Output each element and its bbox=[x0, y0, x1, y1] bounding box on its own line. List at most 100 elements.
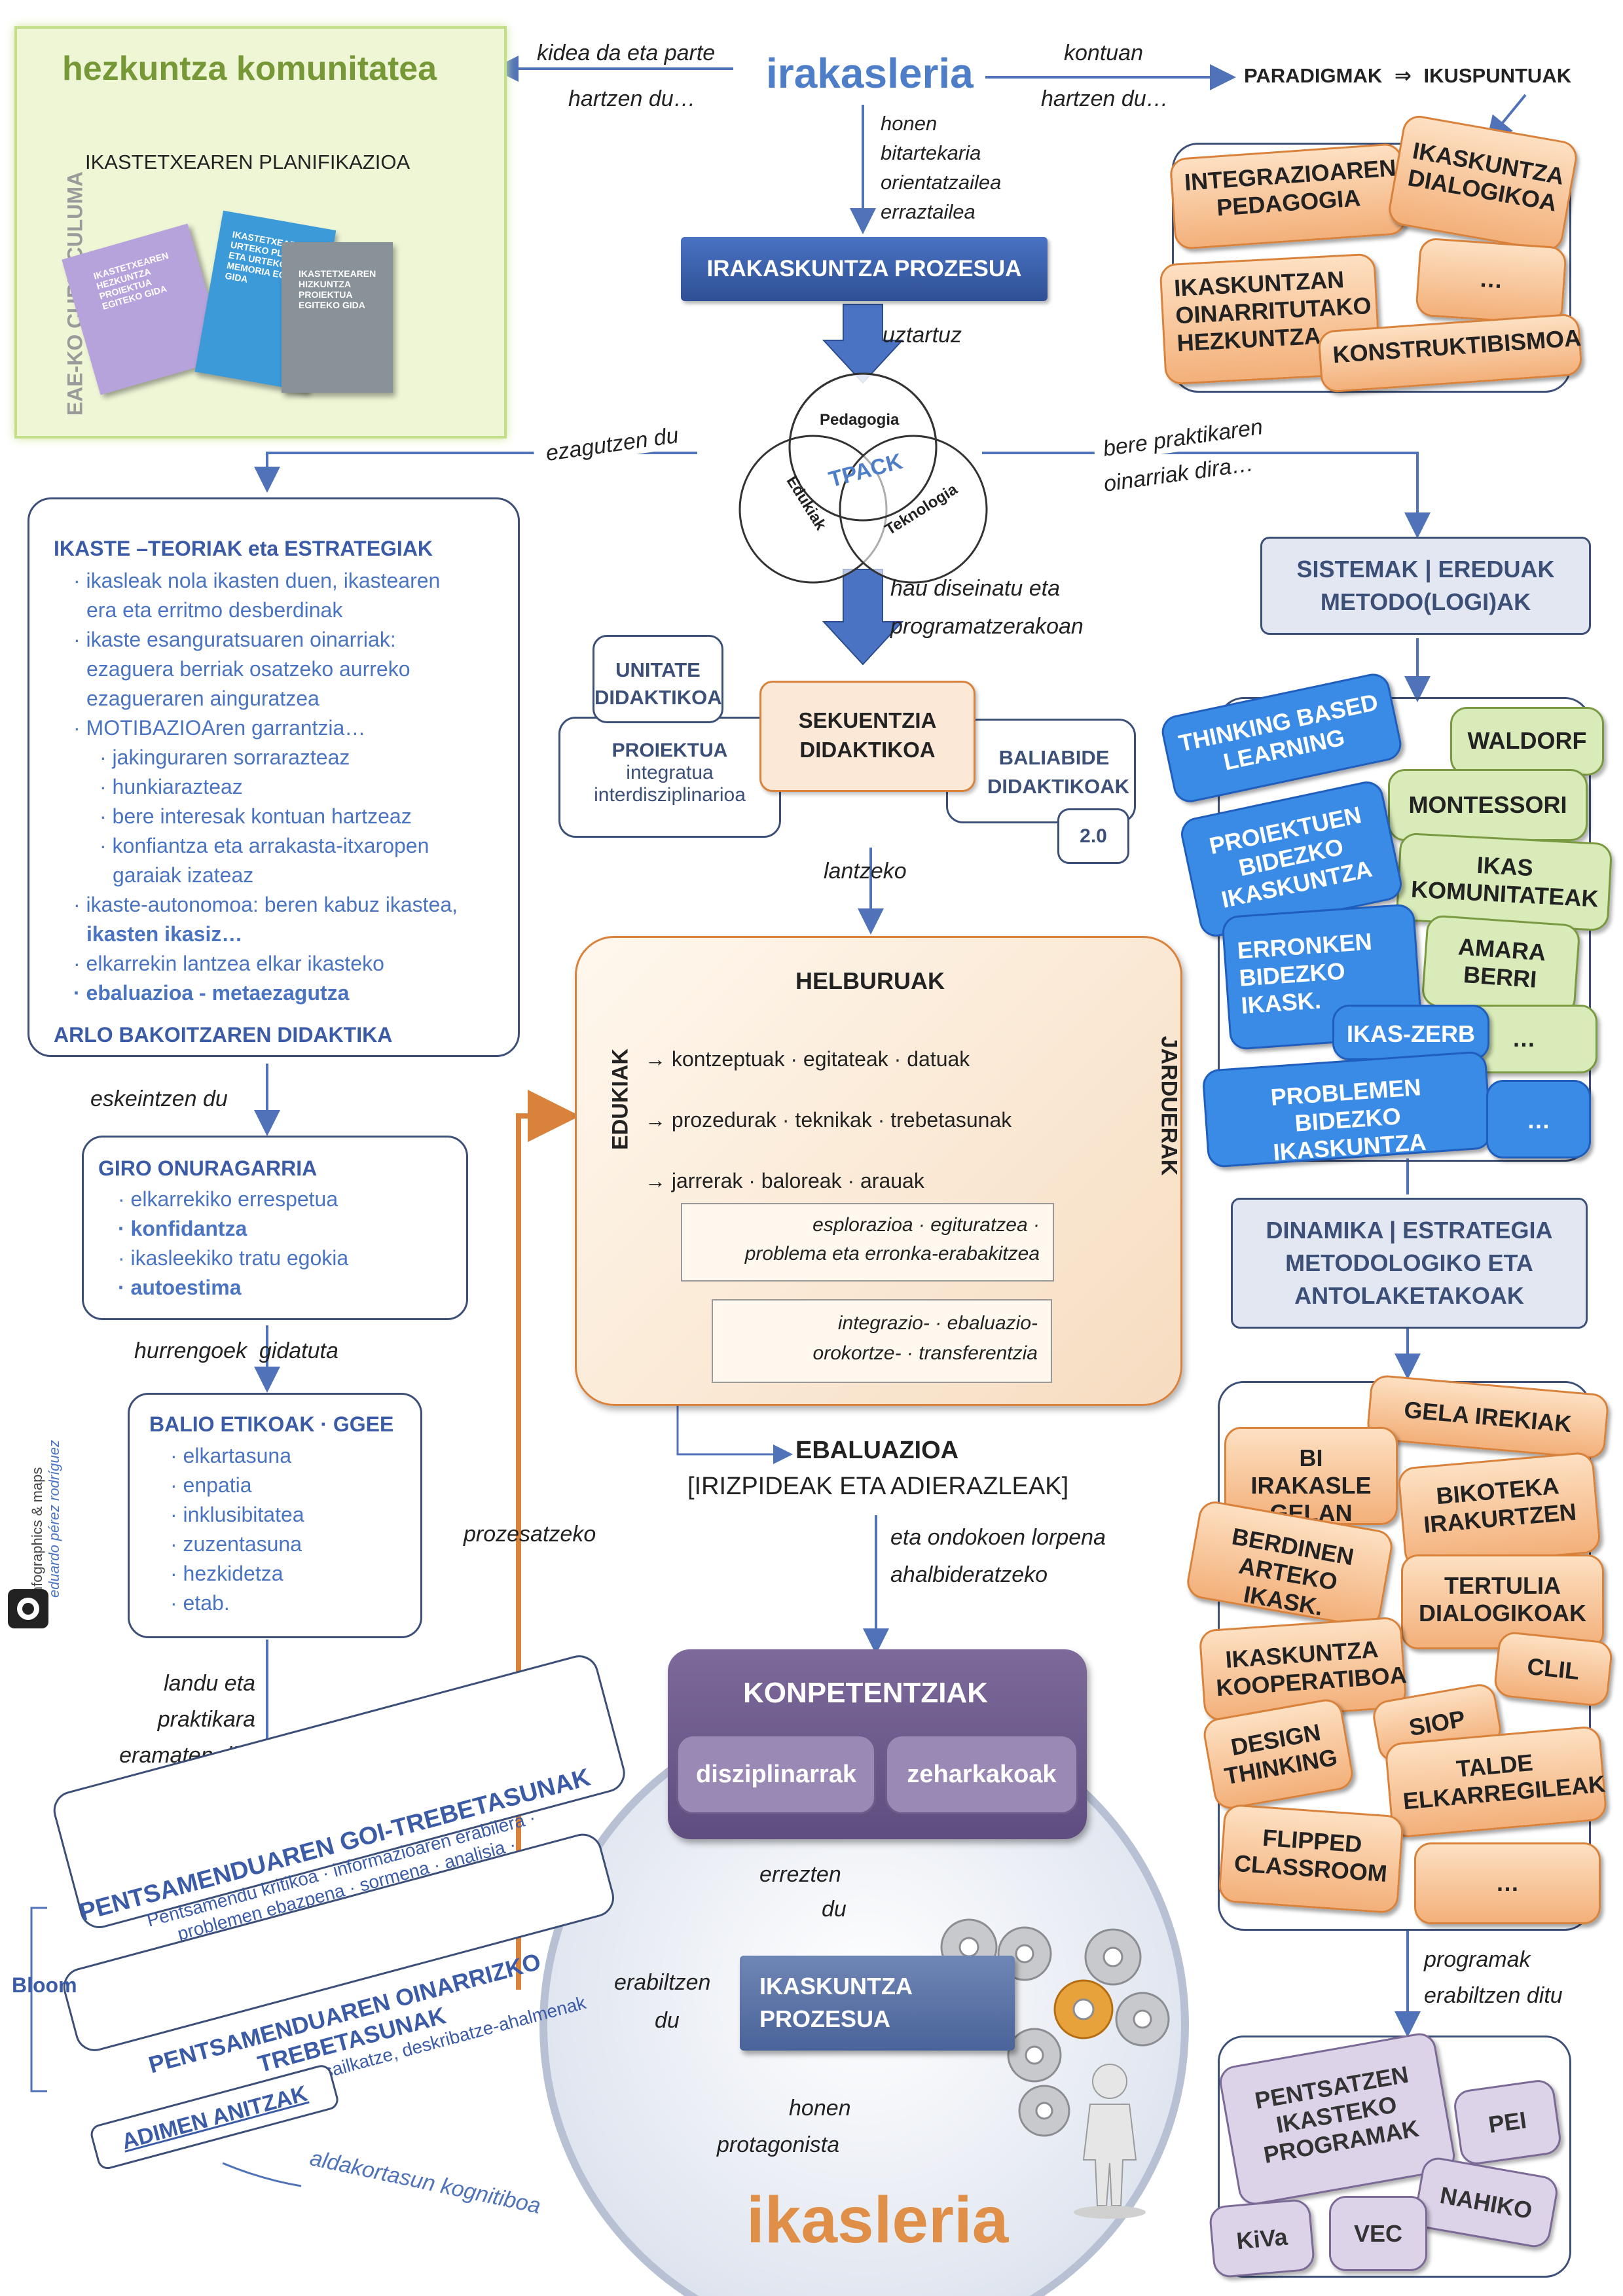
model-card-blue-ellipsis: … bbox=[1486, 1080, 1591, 1158]
viewpoints-text: IKUSPUNTUAK bbox=[1423, 64, 1572, 87]
book-grey: IKASTETXEAREN HIZKUNTZA PROIEKTUA EGITEK… bbox=[282, 242, 393, 393]
edge-member-1: kidea da eta parte bbox=[537, 41, 716, 65]
climate-list: · elkarrekiko errespetua · konfidantza ·… bbox=[118, 1185, 348, 1302]
competences-title: KONPETENTZIAK bbox=[743, 1677, 988, 1709]
credit-line2: eduardo pérez rodríguez bbox=[46, 1440, 62, 1598]
eases-label-1: errezten bbox=[759, 1862, 841, 1887]
sequence-label: SEKUENTZIA DIDAKTIKOA bbox=[798, 708, 937, 762]
role-line: honen bbox=[881, 112, 938, 135]
theories-title: IKASTE –TEORIAK eta ESTRATEGIAK bbox=[54, 537, 433, 560]
goal-items: → kontzeptuak · egitateak · datuak → pro… bbox=[645, 1029, 1012, 1211]
values-box bbox=[128, 1393, 422, 1638]
uses-label-2: du bbox=[655, 2008, 680, 2033]
big-arrow-process-to-tpack bbox=[822, 304, 904, 384]
contents-label: EDUKIAK bbox=[608, 1049, 633, 1150]
project-title: PROIEKTUA bbox=[611, 740, 728, 761]
systems-box: SISTEMAK | EREDUAK METODO(LOGI)AK bbox=[1260, 537, 1591, 635]
theory-item: ezaguera berriak osatzeko aurreko bbox=[86, 657, 410, 681]
model-card-service: IKAS-ZERB bbox=[1332, 1005, 1489, 1060]
systems-label: SISTEMAK | EREDUAK METODO(LOGI)AK bbox=[1296, 556, 1555, 615]
theory-item: · hunkiarazteaz bbox=[100, 775, 243, 798]
plan-label: IKASTETXEAREN PLANIFIKAZIOA bbox=[85, 151, 410, 173]
tpack-pedagogy: Pedagogia bbox=[820, 411, 900, 429]
evaluation-title: EBALUAZIOA bbox=[795, 1437, 959, 1464]
goal-item-text: jarrerak · baloreak · arauak bbox=[671, 1169, 924, 1193]
climate-item: · autoestima bbox=[118, 1276, 242, 1299]
project-sub-2: interdisziplinarioa bbox=[594, 784, 746, 806]
goal-item: → prozedurak · teknikak · trebetasunak bbox=[645, 1090, 1012, 1151]
dynamics-label: DINAMIKA | ESTRATEGIA METODOLOGIKO ETA A… bbox=[1266, 1217, 1553, 1309]
value-item: · enpatia bbox=[170, 1473, 252, 1497]
edge-member-2: hartzen du… bbox=[568, 86, 696, 111]
theory-item: · ikasleak nola ikasten duen, ikastearen bbox=[73, 569, 441, 592]
credit-block: infographics & maps eduardo pérez rodríg… bbox=[29, 1401, 63, 1598]
practice-line: landu eta bbox=[164, 1671, 255, 1696]
design-label-1: hau diseinatu eta bbox=[890, 576, 1060, 601]
climate-item: · ikasleekiko tratu egokia bbox=[118, 1246, 349, 1270]
guided-label: hurrengoek gidatuta bbox=[134, 1338, 338, 1363]
model-card-amara: AMARA BERRI bbox=[1421, 914, 1581, 1017]
combines-label: uztartuz bbox=[883, 323, 962, 348]
model-card-montessori: MONTESSORI bbox=[1388, 769, 1588, 841]
eases-label-2: du bbox=[822, 1897, 847, 1922]
transversal-pill: zeharkakoak bbox=[885, 1734, 1078, 1814]
climate-title: GIRO ONURAGARRIA bbox=[98, 1157, 318, 1180]
project-sub-1: integratua bbox=[626, 762, 714, 783]
disciplinary-label: disziplinarrak bbox=[696, 1761, 856, 1788]
arrow-right-icon: → bbox=[645, 1169, 672, 1193]
explore-box: esplorazioa · egituratzea · problema eta… bbox=[681, 1203, 1054, 1282]
value-item: · elkartasuna bbox=[170, 1444, 291, 1467]
theories-footer: ARLO BAKOITZAREN DIDAKTIKA bbox=[54, 1023, 393, 1047]
value-item: · inklusibitatea bbox=[170, 1503, 304, 1526]
unit-box: UNITATE DIDAKTIKOA bbox=[593, 635, 723, 723]
credit-line1: infographics & maps bbox=[29, 1467, 45, 1598]
role-lines: honen bitartekaria orientatzailea errazt… bbox=[881, 109, 1001, 226]
value-item: · zuzentasuna bbox=[170, 1532, 302, 1556]
protagonist-label-2: protagonista bbox=[717, 2132, 840, 2157]
dyn-card-groups: TALDE ELKARREGILEAK bbox=[1384, 1725, 1608, 1839]
integration-box: integrazio- · ebaluazio- orokortze- · tr… bbox=[712, 1299, 1052, 1383]
dyn-card-clil: CLIL bbox=[1493, 1630, 1614, 1708]
book-grey-title: IKASTETXEAREN HIZKUNTZA PROIEKTUA EGITEK… bbox=[299, 268, 376, 310]
evaluation-criteria: [IRIZPIDEAK ETA ADIERAZLEAK] bbox=[687, 1473, 1069, 1500]
practice-line: praktikara bbox=[157, 1707, 255, 1732]
edge-account-1: kontuan bbox=[1064, 41, 1143, 65]
programs-label-1: programak bbox=[1424, 1947, 1531, 1972]
goal-item: → kontzeptuak · egitateak · datuak bbox=[645, 1029, 1012, 1090]
process-label: prozesatzeko bbox=[464, 1522, 596, 1547]
theory-item: garaiak izateaz bbox=[113, 863, 254, 887]
role-line: bitartekaria bbox=[881, 141, 981, 164]
goal-item: → jarrerak · baloreak · arauak bbox=[645, 1151, 1012, 1211]
goals-title: HELBURUAK bbox=[795, 967, 945, 994]
theory-item: · bere interesak kontuan hartzeaz bbox=[100, 804, 412, 828]
dyn-card-ellipsis: … bbox=[1414, 1842, 1601, 1924]
programs-label-2: erabiltzen ditu bbox=[1424, 1983, 1563, 2008]
bloom-bracket bbox=[30, 1907, 47, 2092]
project-box: PROIEKTUA integratua interdisziplinarioa bbox=[558, 717, 781, 838]
community-title: hezkuntza komunitatea bbox=[62, 50, 437, 88]
theories-list: · ikasleak nola ikasten duen, ikastearen… bbox=[73, 566, 458, 1008]
program-card-pei: PEI bbox=[1451, 2077, 1563, 2167]
goal-item-text: prozedurak · teknikak · trebetasunak bbox=[671, 1108, 1012, 1132]
version-label: 2.0 bbox=[1080, 825, 1107, 847]
program-card-kiva: KiVa bbox=[1208, 2198, 1316, 2279]
role-line: orientatzailea bbox=[881, 171, 1002, 194]
big-arrow-tpack-to-sequence bbox=[822, 569, 904, 666]
theory-item: · konfiantza eta arrakasta-itxaropen bbox=[100, 834, 429, 857]
teaching-process-box: IRAKASKUNTZA PROZESUA bbox=[681, 237, 1048, 301]
explore-line: problema eta erronka-erabakitzea bbox=[744, 1243, 1040, 1265]
activities-label: JARDUERAK bbox=[1156, 1035, 1182, 1176]
resources-box: BALIABIDE DIDAKTIKOAK bbox=[946, 719, 1136, 823]
role-line: erraztailea bbox=[881, 200, 976, 223]
dyn-card-dialogic-gathering: TERTULIA DIALOGIKOAK bbox=[1401, 1554, 1604, 1649]
achieve-label-1: eta ondokoen lorpena bbox=[890, 1525, 1106, 1550]
climate-box bbox=[82, 1136, 468, 1320]
paradigms-text: PARADIGMAK bbox=[1244, 64, 1383, 87]
values-list: · elkartasuna · enpatia · inklusibitatea… bbox=[170, 1441, 304, 1618]
double-arrow-icon: ⇒ bbox=[1394, 64, 1412, 87]
to-work-label: lantzeko bbox=[824, 859, 907, 884]
venn-technology bbox=[839, 435, 988, 584]
dyn-card-pair-reading: BIKOTEKA IRAKURTZEN bbox=[1396, 1451, 1602, 1570]
offers-label: eskeintzen du bbox=[90, 1086, 228, 1111]
model-card-problems: PROBLEMEN BIDEZKO IKASKUNTZA bbox=[1201, 1050, 1493, 1168]
